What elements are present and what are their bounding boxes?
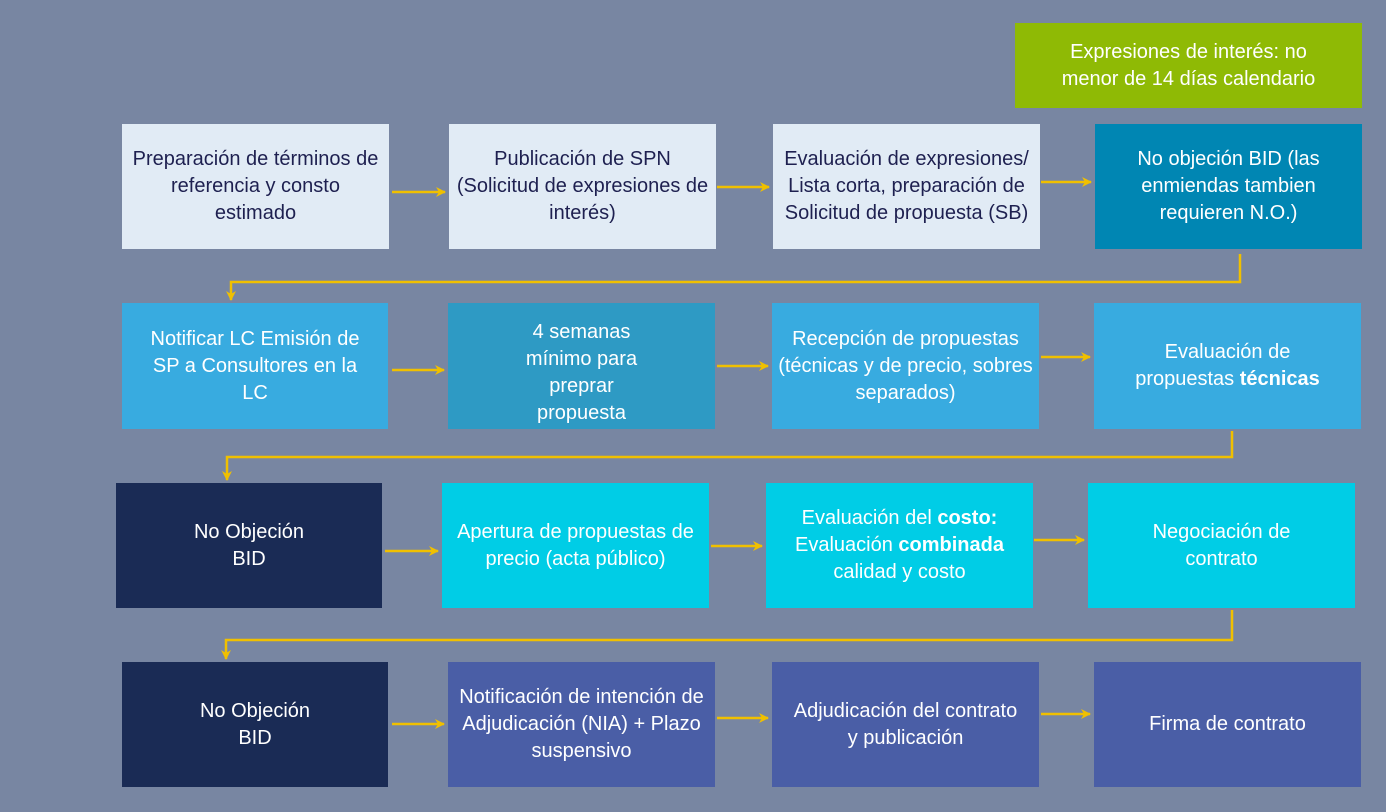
step-adjudicacion: Adjudicación del contrato y publicación (772, 662, 1039, 787)
arrow (222, 431, 1234, 481)
step-no-objecion-bid-1: No objeción BID (las enmiendas tambien r… (1095, 124, 1362, 249)
step-publicacion-spn: Publicación de SPN (Solicitud de expresi… (449, 124, 716, 249)
step-recepcion-propuestas: Recepción de propuestas (técnicas y de p… (772, 303, 1039, 429)
step-notificacion-nia: Notificación de intención de Adjudicació… (448, 662, 715, 787)
step-notificar-lc: Notificar LC Emisión de SP a Consultores… (122, 303, 388, 429)
note-expresiones-de-interes: Expresiones de interés: no menor de 14 d… (1015, 23, 1362, 108)
step-evaluacion-expresiones: Evaluación de expresiones/ Lista corta, … (773, 124, 1040, 249)
step-apertura-propuestas: Apertura de propuestas de precio (acta p… (442, 483, 709, 608)
step-no-objecion-bid-2: No Objeción BID (116, 483, 382, 608)
step-no-objecion-bid-3: No Objeción BID (122, 662, 388, 787)
step-4-semanas: 4 semanas mínimo para preprar propuesta (448, 303, 715, 429)
step-evaluacion-tecnicas: Evaluación de propuestas técnicas (1094, 303, 1361, 429)
step-negociacion: Negociación de contrato (1088, 483, 1355, 608)
step-evaluacion-costo: Evaluación del costo: Evaluación combina… (766, 483, 1033, 608)
step-preparacion-terminos: Preparación de términos de referencia y … (122, 124, 389, 249)
step-firma-contrato: Firma de contrato (1094, 662, 1361, 787)
arrow (226, 254, 1242, 301)
arrow (221, 610, 1234, 660)
